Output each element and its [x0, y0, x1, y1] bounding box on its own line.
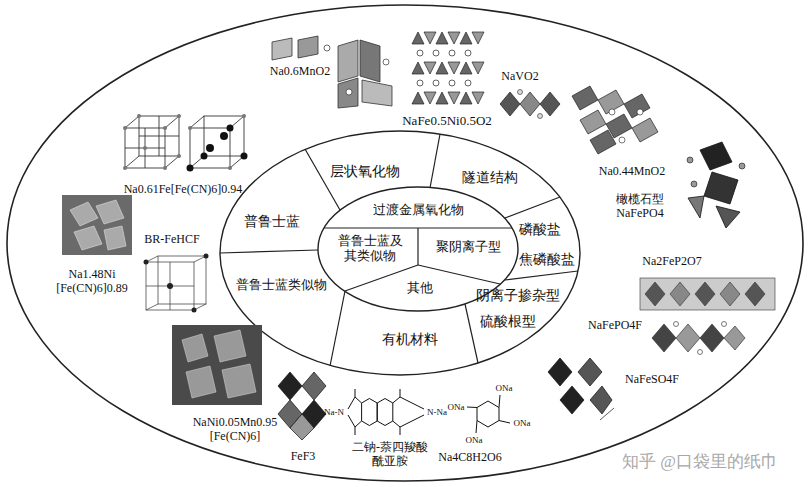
category-text: 硫酸根型 — [480, 314, 536, 330]
formula-label: Na0.61Fe[Fe(CN)6]0.94 — [124, 183, 243, 197]
sector-label: 焦磷酸盐 — [519, 252, 575, 268]
category-text: 聚阴离子型 — [436, 240, 501, 255]
category-text: 层状氧化物 — [330, 164, 400, 180]
category-text: 磷酸盐 — [519, 222, 561, 238]
sector-label: 普鲁士蓝及其类似物 — [336, 234, 404, 264]
sector-label: 有机材料 — [382, 332, 438, 348]
sector-label: 过渡金属氧化物 — [373, 203, 464, 218]
formula-label: FeF3 — [291, 450, 316, 464]
sector-label: 磷酸盐 — [519, 222, 561, 238]
sector-label: 普鲁士蓝类似物 — [236, 278, 327, 293]
category-text: 普鲁士蓝类似物 — [236, 278, 327, 293]
formula-label: Na0.44MnO2 — [599, 165, 665, 179]
sector-label: 硫酸根型 — [480, 314, 536, 330]
watermark: 知乎 @口袋里的纸巾 — [622, 452, 778, 472]
formula-label: 橄榄石型 NaFePO4 — [604, 193, 676, 221]
formula-label: Na0.6MnO2 — [270, 65, 330, 79]
sector-label: 层状氧化物 — [330, 164, 400, 180]
sector-label: 阴离子掺杂型 — [476, 288, 560, 304]
category-text: 普鲁士蓝及其类似物 — [336, 234, 404, 264]
category-text: 隧道结构 — [462, 170, 518, 186]
sector-label: 隧道结构 — [462, 170, 518, 186]
formula-label: NaFeSO4F — [625, 373, 679, 387]
formula-label: BR-FeHCF — [144, 233, 199, 247]
atom-label: ONa — [448, 402, 465, 412]
formula-label: NaNi0.05Mn0.95 [Fe(CN)6] — [180, 416, 290, 444]
category-text: 过渡金属氧化物 — [373, 203, 464, 218]
sector-label: 普鲁士蓝 — [244, 214, 300, 230]
sector-label: 其他 — [407, 281, 433, 296]
formula-label: Na2FeP2O7 — [642, 255, 701, 269]
atom-label: ONa — [466, 435, 483, 445]
atom-label: ONa — [496, 383, 513, 393]
category-text: 有机材料 — [382, 332, 438, 348]
formula-label: NaFe0.5Ni0.5O2 — [402, 114, 492, 129]
atom-label: Na-N — [324, 407, 344, 417]
formula-label: Na1.48Ni [Fe(CN)6]0.89 — [47, 268, 137, 296]
sector-label: 聚阴离子型 — [436, 240, 501, 255]
category-text: 阴离子掺杂型 — [476, 288, 560, 304]
formula-label: Na4C8H2O6 — [438, 451, 501, 465]
compound-name: 二钠-萘四羧酸酰亚胺 — [347, 441, 433, 469]
atom-label: ONa — [514, 418, 531, 428]
formula-label: NaFePO4F — [588, 319, 642, 333]
category-text: 普鲁士蓝 — [244, 214, 300, 230]
atom-label: N-Na — [427, 407, 447, 417]
category-text: 焦磷酸盐 — [519, 252, 575, 268]
formula-label: NaVO2 — [501, 70, 538, 84]
category-text: 其他 — [407, 281, 433, 296]
